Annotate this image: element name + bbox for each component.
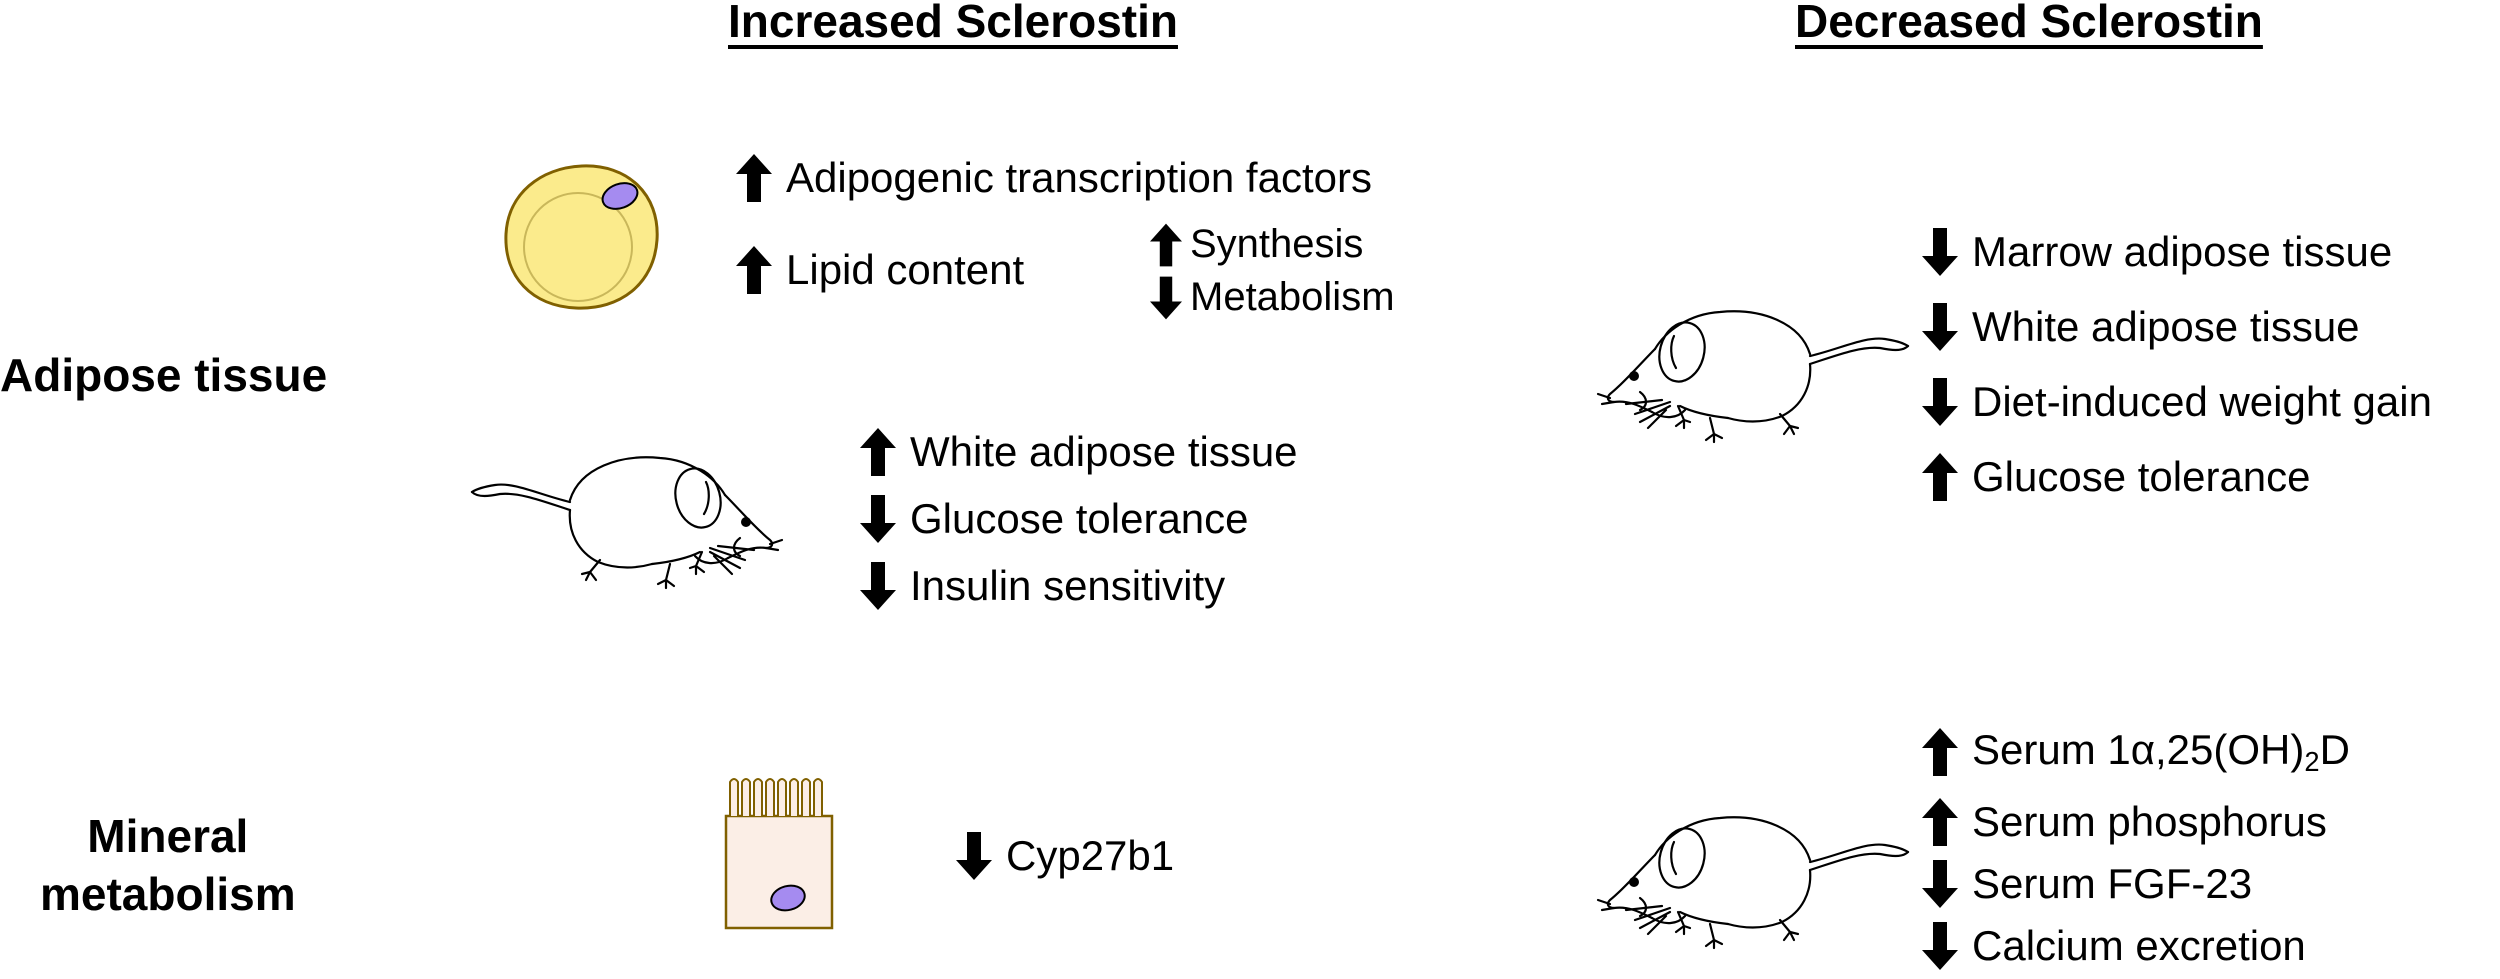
up-arrow-icon: [1150, 223, 1182, 267]
adipocyte-icon: [504, 164, 659, 310]
effect-glucose-tolerance-down: Glucose tolerance: [860, 495, 1249, 543]
row-label-mineral-line2: metabolism: [40, 868, 296, 920]
effect-cyp27b1-down: Cyp27b1: [956, 832, 1174, 880]
effect-serum-fgf23-down: Serum FGF-23: [1922, 860, 2252, 908]
effect-serum-phosphorus-up: Serum phosphorus: [1922, 798, 2327, 846]
effect-synthesis: Synthesis: [1150, 222, 1363, 267]
up-arrow-icon: [1922, 453, 1958, 501]
effect-adipogenic-factors: Adipogenic transcription factors: [736, 154, 1372, 202]
kidney-cell-icon: [724, 778, 834, 930]
up-arrow-icon: [860, 428, 896, 476]
effect-white-adipose-down: White adipose tissue: [1922, 303, 2360, 351]
down-arrow-icon: [1922, 378, 1958, 426]
up-arrow-icon: [1922, 728, 1958, 776]
effect-metabolism: Metabolism: [1150, 275, 1395, 320]
up-arrow-icon: [736, 246, 772, 294]
down-arrow-icon: [1922, 303, 1958, 351]
mouse-icon: [1590, 800, 1910, 950]
down-arrow-icon: [956, 832, 992, 880]
down-arrow-icon: [1922, 228, 1958, 276]
effect-marrow-adipose-down: Marrow adipose tissue: [1922, 228, 2392, 276]
mouse-icon: [470, 440, 790, 590]
mouse-icon: [1590, 294, 1910, 444]
down-arrow-icon: [1922, 922, 1958, 970]
effect-weight-gain-down: Diet-induced weight gain: [1922, 378, 2432, 426]
effect-white-adipose-up: White adipose tissue: [860, 428, 1298, 476]
down-arrow-icon: [860, 562, 896, 610]
decreased-sclerostin-header: Decreased Sclerostin: [1795, 0, 2263, 47]
up-arrow-icon: [1922, 798, 1958, 846]
effect-serum-vitamin-d-up: Serum 1α,25(OH)2D: [1922, 726, 2350, 778]
down-arrow-icon: [1150, 276, 1182, 320]
row-label-adipose: Adipose tissue: [0, 349, 328, 401]
effect-calcium-excretion-down: Calcium excretion: [1922, 922, 2306, 970]
increased-sclerostin-header: Increased Sclerostin: [728, 0, 1178, 47]
row-label-mineral-line1: Mineral: [87, 810, 249, 862]
up-arrow-icon: [736, 154, 772, 202]
effect-lipid-content: Lipid content: [736, 246, 1024, 294]
effect-insulin-sensitivity-down: Insulin sensitivity: [860, 562, 1225, 610]
down-arrow-icon: [1922, 860, 1958, 908]
effect-glucose-tolerance-up: Glucose tolerance: [1922, 453, 2311, 501]
down-arrow-icon: [860, 495, 896, 543]
row-label-mineral: Mineral metabolism: [40, 807, 296, 923]
